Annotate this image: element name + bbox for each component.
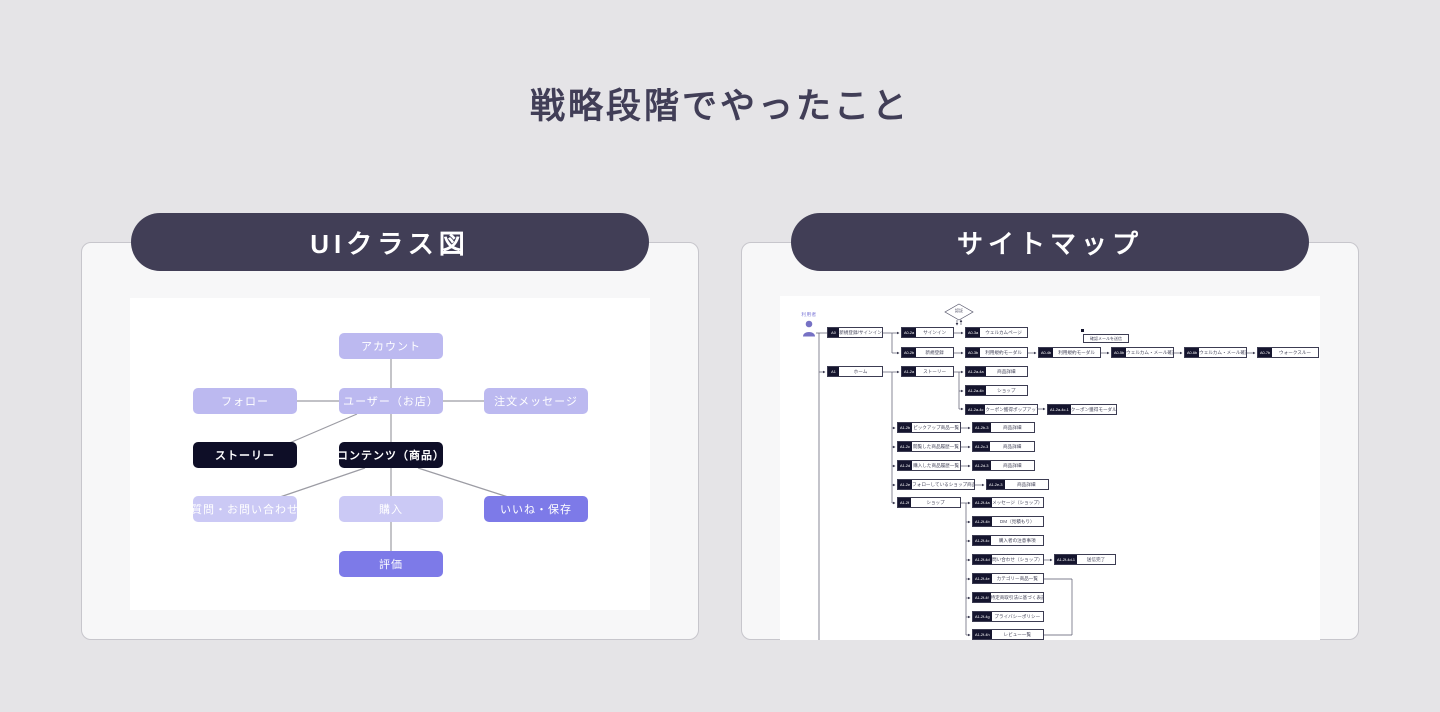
sitemap-card: サイトマップ 利用者 認証 確認メールを送	[741, 213, 1359, 640]
confirmation-mail-note: 確認メールを送信	[1083, 334, 1129, 343]
class-node-user-shop: ユーザー（お店）	[339, 388, 443, 414]
sitemap-node-A1-2e: A1-2eフォローしているショップ商品一覧	[897, 479, 975, 490]
ui-class-card: UIクラス図 アカウント	[81, 213, 699, 640]
ui-class-pill-label: UIクラス図	[310, 228, 470, 259]
note-marker-icon	[1081, 329, 1084, 332]
class-node-purchase: 購入	[339, 496, 443, 522]
class-node-order-message: 注文メッセージ	[484, 388, 588, 414]
page-title: 戦略段階でやったこと	[529, 87, 910, 126]
sitemap-connectors	[816, 303, 1256, 640]
class-node-story: ストーリー	[193, 442, 297, 468]
sitemap-pill-label: サイトマップ	[956, 228, 1143, 259]
class-node-rating: 評価	[339, 551, 443, 577]
ui-class-pill: UIクラス図	[131, 213, 649, 271]
actor-label: 利用者	[801, 312, 817, 317]
sitemap-pill: サイトマップ	[791, 213, 1309, 271]
auth-decision-label: 認証	[954, 308, 964, 313]
class-node-account: アカウント	[339, 333, 443, 359]
user-person-icon	[803, 320, 815, 337]
class-node-follow: フォロー	[193, 388, 297, 414]
ui-class-diagram-sheet: アカウント フォロー ユーザー（お店） 注文メッセージ ストーリー コンテンツ（…	[130, 298, 650, 610]
class-diagram-connectors	[279, 359, 509, 551]
class-node-like-save: いいね・保存	[484, 496, 588, 522]
auth-decision-diamond	[944, 303, 974, 321]
class-node-inquiry: 質問・お問い合わせ	[191, 496, 298, 522]
class-node-content: コンテンツ（商品）	[337, 442, 444, 468]
cards-row: UIクラス図 アカウント	[0, 213, 1440, 640]
